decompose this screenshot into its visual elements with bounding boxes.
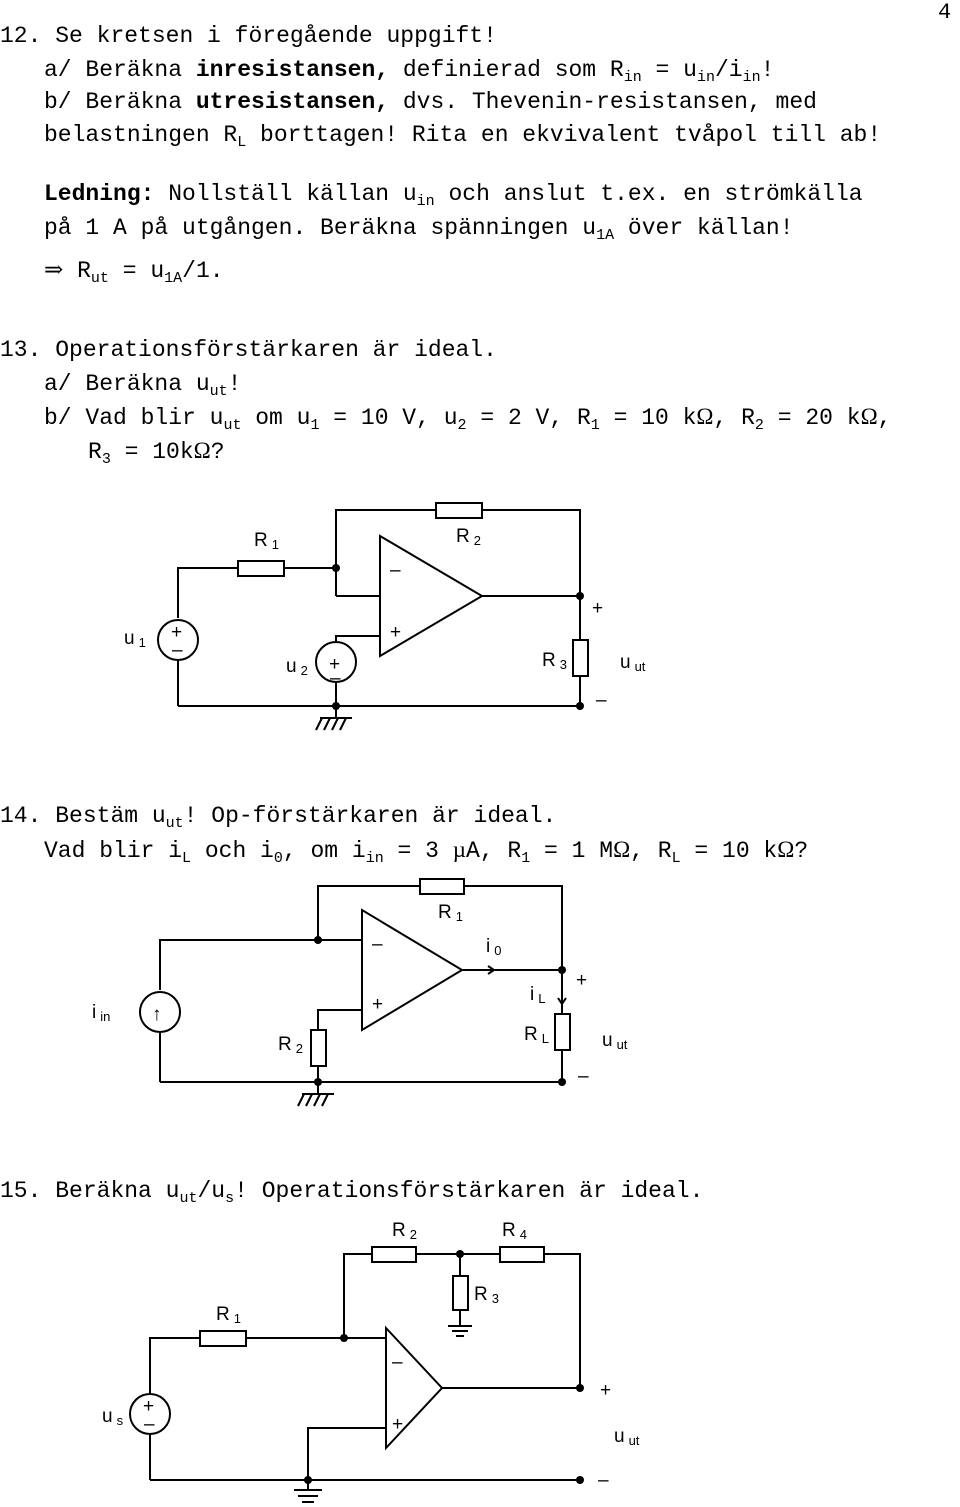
svg-text:iin: iin (92, 1002, 110, 1024)
p13-line-b: b/ Vad blir uut om u1 = 10 V, u2 = 2 V, … (44, 404, 892, 434)
p13-line-c: R3 = 10kΩ? (88, 438, 225, 468)
svg-text:R3: R3 (542, 650, 567, 672)
resistor-r1 (237, 560, 285, 577)
svg-text:+: + (329, 654, 340, 675)
resistor-r3 (452, 1275, 469, 1311)
p12-line1: 12. Se kretsen i föregående uppgift! (0, 23, 497, 49)
svg-text:uut: uut (620, 652, 646, 674)
svg-text:iL: iL (530, 984, 545, 1006)
svg-text:–: – (578, 1066, 589, 1087)
svg-text:–: – (596, 690, 607, 711)
svg-text:i0: i0 (486, 936, 501, 958)
svg-text:RL: RL (524, 1024, 549, 1046)
svg-text:↑: ↑ (152, 1004, 162, 1025)
p14-line1: 14. Bestäm uut! Op-förstärkaren är ideal… (0, 803, 557, 832)
svg-text:R2: R2 (456, 526, 481, 548)
p13-line-a: a/ Beräkna uut! (44, 371, 242, 400)
svg-text:+: + (171, 622, 182, 643)
svg-text:–: – (598, 1470, 609, 1491)
p12-hint: Ledning: Nollställ källan uin och anslut… (44, 181, 863, 210)
svg-text:–: – (372, 934, 383, 955)
svg-text:–: – (330, 668, 341, 689)
p12-hint2: på 1 A på utgången. Beräkna spänningen u… (44, 215, 794, 244)
p14-line2: Vad blir iL och i0, om iin = 3 µA, R1 = … (44, 837, 809, 867)
svg-text:uut: uut (614, 1426, 640, 1448)
opamp (379, 534, 484, 658)
svg-text:+: + (600, 1380, 611, 1401)
resistor-r2 (371, 1246, 417, 1263)
svg-text:+: + (390, 622, 401, 643)
svg-text:R1: R1 (254, 530, 279, 552)
svg-text:R4: R4 (502, 1220, 527, 1242)
p12-line-c: belastningen RL borttagen! Rita en ekviv… (44, 122, 882, 151)
opamp (385, 1325, 444, 1451)
svg-text:u2: u2 (286, 656, 308, 678)
p13-line1: 13. Operationsförstärkaren är ideal. (0, 337, 497, 363)
svg-text:R1: R1 (216, 1304, 241, 1326)
svg-text:+: + (392, 1414, 403, 1435)
resistor-r3 (572, 639, 589, 677)
svg-text:+: + (143, 1396, 154, 1417)
page-number: 4 (938, 0, 952, 25)
resistor-r1 (199, 1330, 247, 1347)
svg-text:+: + (592, 598, 603, 619)
opamp (361, 908, 464, 1032)
p12-line-a: a/ Beräkna inresistansen, definierad som… (44, 57, 775, 86)
resistor-r2 (435, 502, 483, 519)
p12-line-b: b/ Beräkna utresistansen, dvs. Thevenin-… (44, 89, 817, 115)
svg-text:us: us (102, 1406, 124, 1428)
svg-text:+: + (372, 994, 383, 1015)
svg-text:R2: R2 (278, 1034, 303, 1056)
resistor-r4 (499, 1246, 545, 1263)
svg-text:R3: R3 (474, 1284, 499, 1306)
p12-result: ⇒ Rut = u1A/1. (44, 257, 224, 287)
svg-text:–: – (392, 1352, 403, 1373)
svg-text:R1: R1 (438, 902, 463, 924)
resistor-r1 (419, 878, 465, 895)
svg-text:–: – (144, 1414, 155, 1435)
resistor-r2 (310, 1029, 327, 1067)
svg-text:–: – (172, 640, 183, 661)
p15-line1: 15. Beräkna uut/us! Operationsförstärkar… (0, 1178, 704, 1207)
svg-text:uut: uut (602, 1030, 628, 1052)
resistor-rl (554, 1013, 571, 1051)
svg-text:+: + (576, 970, 587, 991)
svg-text:–: – (390, 560, 401, 581)
svg-text:R2: R2 (392, 1220, 417, 1242)
svg-text:u1: u1 (124, 628, 146, 650)
